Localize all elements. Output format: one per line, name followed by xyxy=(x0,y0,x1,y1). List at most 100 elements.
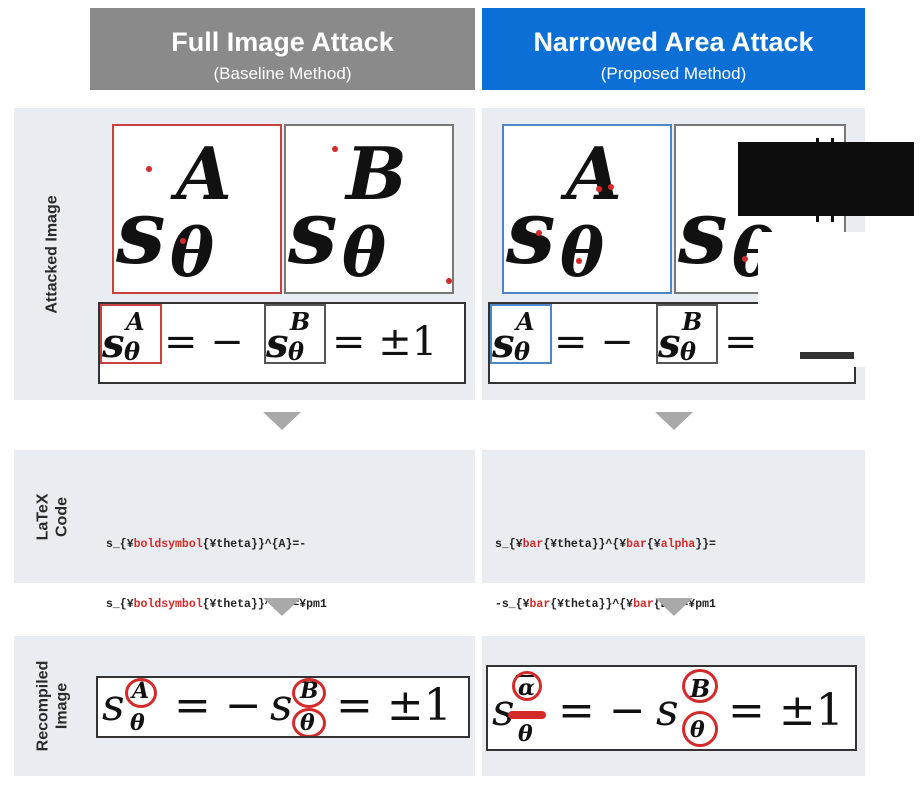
error-highlight-ring xyxy=(125,678,157,708)
bar-underline-highlight xyxy=(508,711,546,719)
latex-highlight-token: alpha xyxy=(660,538,696,551)
formula-sub-theta: θ xyxy=(518,721,533,747)
latex-code-proposed: s_{¥bar{¥theta}}^{¥bar{¥alpha}}= -s_{¥ba… xyxy=(495,495,716,635)
proposed-subtitle: (Proposed Method) xyxy=(600,64,747,83)
glyph-theta: θ xyxy=(170,214,215,292)
perturbation-dot xyxy=(446,278,452,284)
formula-sub-theta: θ xyxy=(514,337,531,366)
attacked-image-b-baseline: s B θ xyxy=(284,124,454,294)
latex-token: {¥ xyxy=(646,538,661,551)
latex-row-right-panel xyxy=(482,450,865,583)
glyph-s: s xyxy=(116,180,166,284)
crop-box-b xyxy=(656,304,718,364)
formula-s: s xyxy=(492,320,515,367)
latex-highlight-token: bar xyxy=(522,538,544,551)
baseline-subtitle: (Baseline Method) xyxy=(213,64,352,83)
attacked-formula-baseline: s A θ = − s B θ = ±1 xyxy=(98,302,466,384)
recompiled-formula-baseline: s A θ = − s B θ = ±1 xyxy=(96,676,470,738)
baseline-header: Full Image Attack (Baseline Method) xyxy=(90,8,475,90)
attacked-image-a-proposed: s A θ xyxy=(502,124,672,294)
formula-sup-b: B xyxy=(290,307,311,336)
formula-sup-b: B xyxy=(682,307,703,336)
formula-sub-theta: θ xyxy=(680,337,697,366)
baseline-title: Full Image Attack xyxy=(171,27,394,57)
formula-s: s xyxy=(658,320,681,367)
arrow-down-icon xyxy=(655,598,693,616)
perturbation-dot xyxy=(536,230,542,236)
formula-s: s xyxy=(102,680,125,731)
redaction-block xyxy=(738,142,914,216)
arrow-down-icon xyxy=(263,598,301,616)
formula-eq-minus: = − xyxy=(174,680,262,731)
formula-s: s xyxy=(656,685,679,736)
proposed-title: Narrowed Area Attack xyxy=(533,27,814,57)
crop-box-a xyxy=(490,304,552,364)
formula-eq-pm1: = ±1 xyxy=(332,319,438,365)
row-label-latex-line1: LaTeX xyxy=(33,493,51,540)
redaction-bracket xyxy=(816,138,834,222)
glyph-b: B xyxy=(346,131,407,216)
error-highlight-ring xyxy=(682,711,718,747)
latex-highlight-token: bar xyxy=(529,598,551,611)
formula-eq-pm1: = ±1 xyxy=(336,680,452,731)
perturbation-dot xyxy=(596,186,602,192)
glyph-theta: θ xyxy=(560,214,605,292)
perturbation-dot xyxy=(146,166,152,172)
row-label-attacked: Attacked Image xyxy=(43,194,61,314)
formula-eq-minus: = − xyxy=(558,685,646,736)
latex-line: s_{¥bar{¥theta}}^{¥bar{¥alpha}}= xyxy=(495,535,716,555)
latex-token: s_{¥ xyxy=(106,538,134,551)
glyph-theta: θ xyxy=(342,214,387,292)
glyph-s: s xyxy=(288,180,338,284)
glyph-a: A xyxy=(176,131,232,216)
latex-token: {¥theta}}^{A}=- xyxy=(202,538,307,551)
perturbation-dot xyxy=(332,146,338,152)
formula-eq-minus: = − xyxy=(164,319,244,365)
perturbation-dot xyxy=(608,184,614,190)
formula-sub-theta: θ xyxy=(124,337,141,366)
glyph-s: s xyxy=(506,180,556,284)
redaction-whiteout xyxy=(758,232,924,367)
row-label-recompiled-line1: Recompiled xyxy=(34,660,51,752)
row-label-recompiled-line2: Image xyxy=(53,682,70,730)
formula-sub-theta: θ xyxy=(288,337,305,366)
perturbation-dot xyxy=(576,258,582,264)
formula-eq-pm1: = ±1 xyxy=(728,685,844,736)
latex-row-left-panel xyxy=(14,450,475,583)
perturbation-dot xyxy=(180,238,186,244)
perturbation-dot xyxy=(742,256,748,262)
formula-sub-theta: θ xyxy=(130,710,145,736)
arrow-down-icon xyxy=(655,412,693,430)
proposed-header: Narrowed Area Attack (Proposed Method) xyxy=(482,8,865,90)
error-highlight-ring xyxy=(292,678,326,708)
latex-token: {¥theta}}^{¥ xyxy=(550,598,634,611)
crop-box-a xyxy=(100,304,162,364)
crop-box-b xyxy=(264,304,326,364)
latex-line: s_{¥boldsymbol{¥theta}}^{A}=- xyxy=(106,535,327,555)
latex-highlight-token: boldsymbol xyxy=(133,598,203,611)
formula-eq: = xyxy=(724,319,758,365)
glyph-s: s xyxy=(678,180,728,284)
formula-s: s xyxy=(270,680,293,731)
glyph-a: A xyxy=(566,131,622,216)
formula-s: s xyxy=(102,320,125,367)
latex-token: s_{¥ xyxy=(106,598,134,611)
latex-token: s_{¥ xyxy=(495,538,523,551)
arrow-down-icon xyxy=(263,412,301,430)
formula-s: s xyxy=(266,320,289,367)
error-highlight-ring xyxy=(682,669,718,703)
redaction-dash xyxy=(800,352,854,359)
latex-token: }}= xyxy=(695,538,716,551)
recompiled-formula-proposed: s α θ = − s B θ = ±1 xyxy=(486,665,857,751)
attacked-image-a-baseline: s A θ xyxy=(112,124,282,294)
latex-highlight-token: bar xyxy=(633,598,654,611)
latex-token: -s_{¥ xyxy=(495,598,530,611)
row-label-latex-line2: Code xyxy=(52,496,70,537)
formula-s: s xyxy=(492,685,515,736)
formula-sup-a: A xyxy=(126,307,145,336)
formula-sup-a: A xyxy=(516,307,535,336)
error-highlight-ring xyxy=(292,708,326,736)
error-highlight-ring xyxy=(512,671,542,701)
